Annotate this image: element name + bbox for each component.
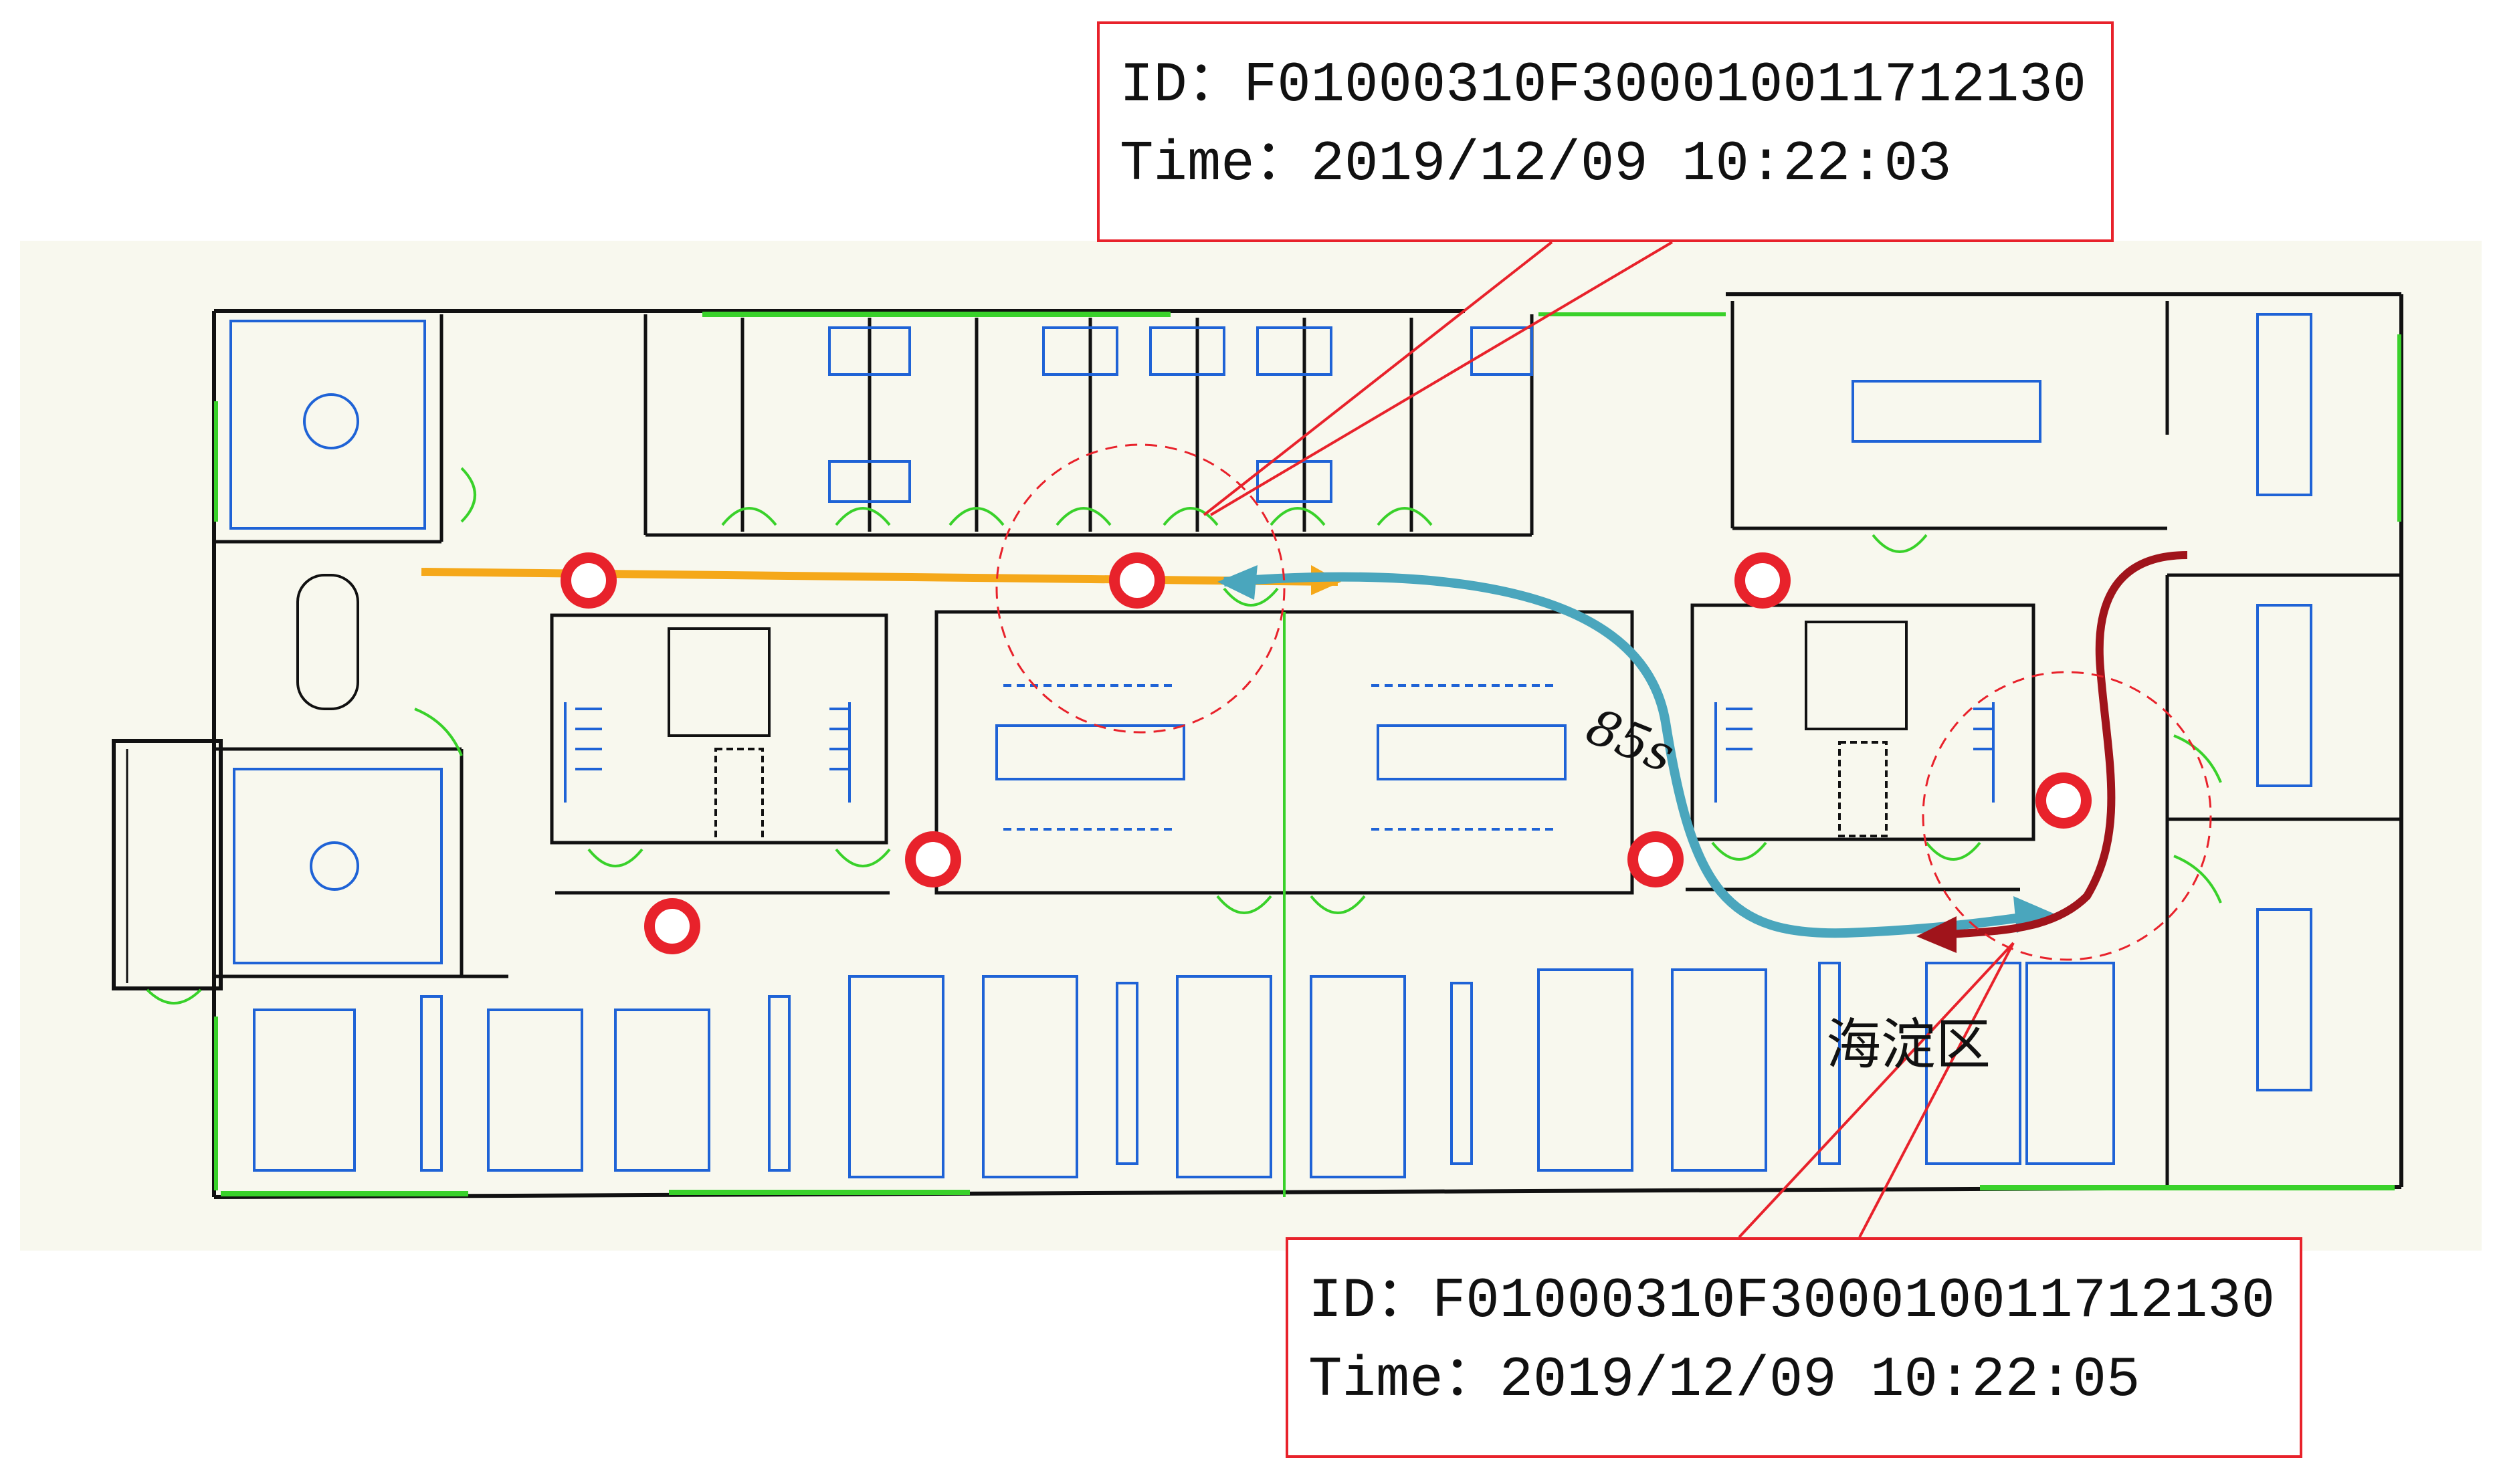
furniture xyxy=(229,313,2312,1178)
conference-table xyxy=(2256,313,2312,496)
conference-table xyxy=(2256,604,2312,787)
conference-table xyxy=(1852,380,2041,443)
callout-top-id: ID：F01000310F300010011712130 xyxy=(1120,54,2087,118)
darkred-arrowhead xyxy=(1916,916,1957,953)
sensor-marker xyxy=(905,831,961,887)
conference-table xyxy=(2256,908,2312,1091)
coverage-area xyxy=(995,443,1286,734)
coverage-area xyxy=(1922,671,2212,961)
callout-connectors xyxy=(1203,241,2015,1239)
callout-top-time: Time：2019/12/09 10:22:03 xyxy=(1120,133,1952,197)
lounge-furniture xyxy=(296,574,1908,844)
callout-bottom-id: ID：F01000310F300010011712130 xyxy=(1308,1270,2276,1334)
teal-arrowhead-start xyxy=(1217,565,1258,600)
meeting-table xyxy=(229,320,426,530)
sensor-marker xyxy=(1109,552,1165,609)
conference-table xyxy=(1377,724,1567,780)
sensor-markers xyxy=(561,552,2092,954)
sensor-marker xyxy=(561,552,617,609)
callout-bottom: ID：F01000310F300010011712130 Time：2019/1… xyxy=(1286,1237,2302,1458)
sensor-marker xyxy=(1627,831,1684,887)
callout-bottom-time: Time：2019/12/09 10:22:05 xyxy=(1308,1349,2140,1412)
inner-walls xyxy=(214,301,2401,1197)
sensor-marker xyxy=(644,898,700,954)
conference-table xyxy=(995,724,1185,780)
sensor-marker xyxy=(1734,552,1791,609)
meeting-table xyxy=(233,768,443,964)
callout-top: ID：F01000310F300010011712130 Time：2019/1… xyxy=(1097,21,2114,242)
darkred-trajectory xyxy=(1932,551,2188,940)
doors xyxy=(146,312,2401,1196)
floorplan-background xyxy=(20,241,2482,1251)
zone-label: 海淀区 xyxy=(1826,1013,1991,1077)
sensor-marker xyxy=(2035,772,2092,829)
